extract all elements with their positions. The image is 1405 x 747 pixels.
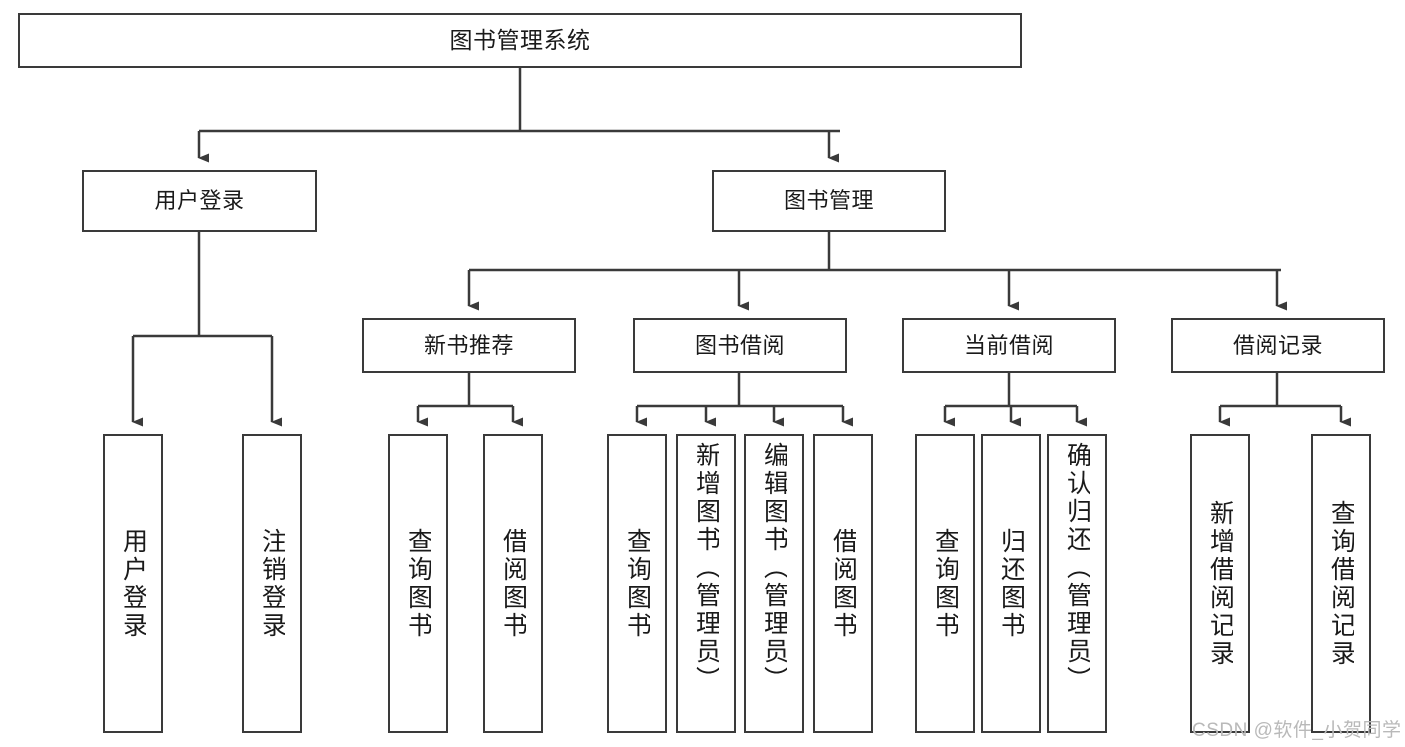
node-label: 借阅图书 — [830, 527, 856, 640]
node-label: 注销登录 — [259, 527, 285, 640]
node-leaf-confirm-return[interactable]: 确认归还（管理员） — [1047, 434, 1107, 733]
node-new-book-recommend[interactable]: 新书推荐 — [362, 318, 576, 373]
node-label: 确认归还（管理员） — [1064, 442, 1090, 694]
node-book-borrow[interactable]: 图书借阅 — [633, 318, 847, 373]
node-label: 归还图书 — [998, 527, 1024, 640]
node-current-borrow[interactable]: 当前借阅 — [902, 318, 1116, 373]
node-label: 查询借阅记录 — [1328, 499, 1354, 668]
node-label: 编辑图书（管理员） — [761, 442, 787, 694]
node-label: 新书推荐 — [423, 332, 514, 358]
node-leaf-borrow-book-1[interactable]: 借阅图书 — [483, 434, 543, 733]
node-label: 查询图书 — [932, 527, 958, 640]
node-leaf-query-book-2[interactable]: 查询图书 — [607, 434, 667, 733]
node-label: 借阅图书 — [500, 527, 526, 640]
node-leaf-query-book-1[interactable]: 查询图书 — [388, 434, 448, 733]
node-leaf-query-record[interactable]: 查询借阅记录 — [1311, 434, 1371, 733]
node-book-manage[interactable]: 图书管理 — [712, 170, 946, 232]
node-leaf-edit-book[interactable]: 编辑图书（管理员） — [744, 434, 804, 733]
node-book-management-system[interactable]: 图书管理系统 — [18, 13, 1022, 68]
csdn-watermark: CSDN @软件_小贺同学 — [1192, 720, 1402, 741]
node-label: 借阅记录 — [1232, 332, 1323, 358]
node-leaf-borrow-book-2[interactable]: 借阅图书 — [813, 434, 873, 733]
node-label: 图书借阅 — [694, 332, 785, 358]
node-borrow-record[interactable]: 借阅记录 — [1171, 318, 1385, 373]
node-label: 新增借阅记录 — [1207, 499, 1233, 668]
node-label: 当前借阅 — [963, 332, 1054, 358]
node-leaf-return-book[interactable]: 归还图书 — [981, 434, 1041, 733]
node-label: 用户登录 — [154, 188, 245, 214]
node-leaf-logout-login[interactable]: 注销登录 — [242, 434, 302, 733]
node-label: 查询图书 — [405, 527, 431, 640]
node-label: 图书管理 — [783, 188, 874, 214]
node-label: 新增图书（管理员） — [693, 442, 719, 694]
node-leaf-add-book[interactable]: 新增图书（管理员） — [676, 434, 736, 733]
node-label: 图书管理系统 — [449, 27, 591, 54]
node-label: 查询图书 — [624, 527, 650, 640]
node-label: 用户登录 — [120, 527, 146, 640]
node-leaf-add-record[interactable]: 新增借阅记录 — [1190, 434, 1250, 733]
node-leaf-query-book-3[interactable]: 查询图书 — [915, 434, 975, 733]
node-leaf-user-login[interactable]: 用户登录 — [103, 434, 163, 733]
node-user-login[interactable]: 用户登录 — [82, 170, 317, 232]
